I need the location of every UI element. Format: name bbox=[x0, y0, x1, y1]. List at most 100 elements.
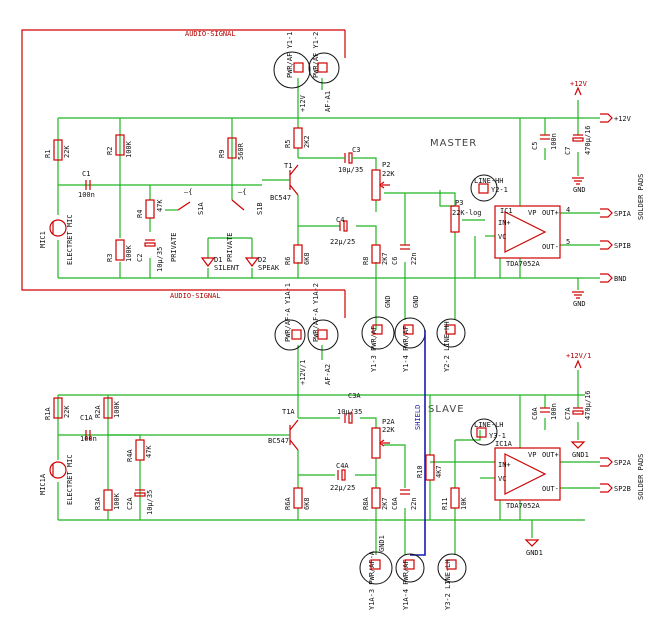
ic1a-amplifier bbox=[494, 447, 561, 501]
resistor-r4 bbox=[145, 199, 155, 219]
bnd-label: BND bbox=[614, 275, 627, 283]
d1-ref: D1 bbox=[214, 256, 222, 264]
r3a-ref: R3A bbox=[94, 497, 102, 510]
label-y1-1: PWR/AF Y1-1 bbox=[286, 32, 294, 78]
r11-ref: R11 bbox=[441, 497, 449, 510]
audio-signal-label-mid: AUDIO-SIGNAL bbox=[170, 292, 221, 300]
r4a-ref: R4A bbox=[126, 449, 134, 462]
mic-value: ELECTRET MIC bbox=[66, 214, 74, 265]
pad-line-lh[interactable] bbox=[476, 427, 487, 438]
c6a-ref: C6A bbox=[391, 497, 399, 510]
pad-sp2b[interactable] bbox=[600, 483, 613, 493]
label-y2-2: Y2-2 LINE-HH bbox=[443, 321, 451, 372]
master-parts: PWR/AF Y1-1 PWR/AF Y1-2 +12V AF-A1 R1 22… bbox=[39, 32, 632, 372]
c3a-ref: C3A bbox=[348, 392, 361, 400]
mic-ref: MIC1 bbox=[39, 231, 47, 248]
s1a-ref: S1A bbox=[197, 202, 205, 215]
shield-label: SHIELD bbox=[414, 405, 422, 430]
r6a-value: 6K8 bbox=[303, 497, 311, 510]
label-y1-3: Y1-3 PWR/AF bbox=[370, 326, 378, 372]
connector-y2-2-highlight bbox=[436, 318, 466, 348]
section-title-slave: SLAVE bbox=[428, 404, 465, 415]
svg-text:IN+: IN+ bbox=[498, 219, 511, 227]
svg-text:OUT-: OUT- bbox=[542, 485, 559, 493]
pad-y1a-4[interactable] bbox=[404, 559, 415, 570]
resistor-r1 bbox=[53, 139, 63, 161]
label-y1a-1: PWR/AF-A Y1A-1 bbox=[284, 283, 292, 342]
solder-pads-label-top: SOLDER PADS bbox=[637, 174, 645, 220]
line-lh-label: LINE-LH bbox=[474, 421, 504, 429]
pad-line-hh[interactable] bbox=[478, 183, 489, 194]
slave-wiring bbox=[57, 345, 600, 555]
label-y1-2: PWR/AF Y1-2 bbox=[312, 32, 320, 78]
resistor-r2 bbox=[115, 134, 125, 156]
plus12v1-label: +12V/1 bbox=[566, 352, 591, 360]
label-y1a-3: Y1A-3 PWR/AF-A bbox=[368, 550, 376, 610]
gnd1-symbol-1 bbox=[570, 441, 586, 449]
pad-y1-1[interactable] bbox=[293, 62, 304, 73]
gnd1-label-1: GND1 bbox=[572, 451, 589, 459]
pad-y1a-3[interactable] bbox=[370, 559, 381, 570]
svg-text:OUT+: OUT+ bbox=[542, 451, 559, 459]
s1b-ref: S1B bbox=[256, 202, 264, 215]
p2-ref: P2 bbox=[382, 161, 390, 169]
c7-ref: C7 bbox=[564, 147, 572, 155]
pad-spib[interactable] bbox=[600, 240, 613, 250]
c5a-ref: C6A bbox=[531, 407, 539, 420]
c6-ref: C6 bbox=[391, 257, 399, 265]
c7a-ref: C7A bbox=[564, 407, 572, 420]
d1-value: SILENT bbox=[214, 264, 240, 272]
p3-value: 22K-log bbox=[452, 209, 482, 217]
gnd1-label-3: GND1 bbox=[378, 535, 386, 552]
c5-value: 100n bbox=[550, 133, 558, 150]
plus12v-top-label: +12V bbox=[570, 80, 588, 88]
svg-text:IN+: IN+ bbox=[498, 461, 511, 469]
r9-value: 560R bbox=[237, 142, 245, 160]
line-lh-highlight bbox=[470, 418, 498, 446]
pad-bnd[interactable] bbox=[600, 273, 613, 283]
label-y1a-2: PWR/AF-A Y1A-2 bbox=[312, 283, 320, 342]
pad-sp2a[interactable] bbox=[600, 457, 613, 467]
r10-value: 4K7 bbox=[435, 465, 443, 478]
svg-text:OUT-: OUT- bbox=[542, 243, 559, 251]
p2-value: 22K bbox=[382, 170, 395, 178]
solder-pads-label-bottom: SOLDER PADS bbox=[637, 454, 645, 500]
pad-y1-4[interactable] bbox=[403, 324, 414, 335]
p2a-ref: P2A bbox=[382, 418, 395, 426]
r3a-value: 100K bbox=[113, 492, 121, 510]
potentiometer-p2[interactable] bbox=[371, 169, 381, 201]
p3-ref: P3 bbox=[455, 199, 463, 207]
d2-value: SPEAK bbox=[258, 264, 280, 272]
potentiometer-p3[interactable] bbox=[450, 205, 460, 233]
switch-s1a[interactable] bbox=[177, 201, 191, 211]
r4a-value: 47K bbox=[145, 445, 153, 458]
c1-value: 100n bbox=[78, 191, 95, 199]
resistor-r8a bbox=[371, 487, 381, 509]
supply-plus12v1 bbox=[574, 359, 582, 369]
audio-signal-label-top: AUDIO-SIGNAL bbox=[185, 30, 236, 38]
c7-value: 470µ/16 bbox=[584, 125, 592, 155]
potentiometer-p2a[interactable] bbox=[371, 427, 381, 459]
r8a-ref: R8A bbox=[362, 497, 370, 510]
ic1a-value: TDA7052A bbox=[506, 502, 541, 510]
resistor-r3 bbox=[115, 239, 125, 261]
pad-plus12v-r[interactable] bbox=[600, 113, 613, 123]
pad-y3-2[interactable] bbox=[446, 559, 457, 570]
pad-y1a-1[interactable] bbox=[291, 329, 302, 340]
spia-label: SPIA bbox=[614, 210, 632, 218]
label-plus12v: +12V bbox=[299, 94, 307, 112]
switch-s1b[interactable] bbox=[231, 199, 245, 211]
c2a-ref: C2A bbox=[126, 497, 134, 510]
t1a-ref: T1A bbox=[282, 408, 295, 416]
r8-value: 2K7 bbox=[381, 252, 389, 265]
pad-y1-3[interactable] bbox=[372, 324, 383, 335]
pad-spia[interactable] bbox=[600, 208, 613, 218]
y3-1-label: Y3-1 bbox=[489, 432, 506, 440]
r2a-ref: R2A bbox=[94, 405, 102, 418]
led-d1 bbox=[200, 257, 216, 267]
pad-y2-2[interactable] bbox=[445, 324, 456, 335]
sp2b-label: SP2B bbox=[614, 485, 631, 493]
c3a-value: 10µ/35 bbox=[337, 408, 362, 416]
pad-y1-2[interactable] bbox=[317, 62, 328, 73]
pad-y1a-2[interactable] bbox=[317, 329, 328, 340]
